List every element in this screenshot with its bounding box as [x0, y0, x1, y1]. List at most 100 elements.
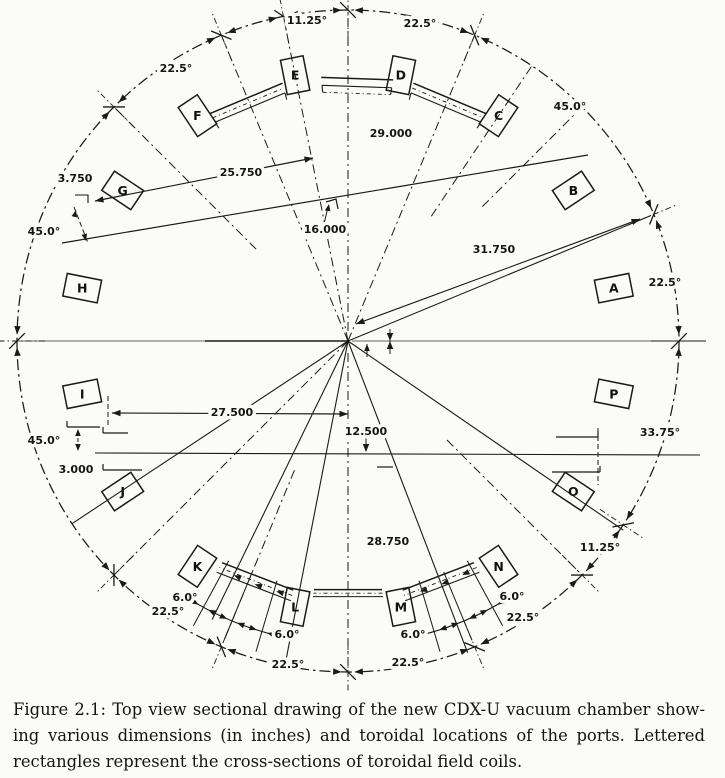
coil-J — [100, 471, 145, 512]
six-deg-arrow — [267, 632, 276, 638]
coil-letter-I: I — [80, 386, 85, 401]
tick-arrow — [675, 347, 682, 357]
angle-label: 45.0° — [28, 434, 61, 447]
six-deg-tick — [255, 580, 278, 652]
angle-label: 22.5° — [649, 276, 682, 289]
angle-label: 22.5° — [392, 656, 425, 669]
coil-rect-O — [551, 471, 596, 512]
six-deg-arrow — [420, 632, 429, 638]
six-deg-arrow — [451, 622, 460, 629]
tick-extension — [463, 620, 486, 671]
tick-arrow — [569, 579, 578, 588]
six-deg-tick — [443, 571, 473, 641]
port-slot-line — [410, 92, 482, 123]
tick-arrow — [206, 37, 216, 45]
port-slot-centerline — [322, 91, 391, 96]
coil-letter-N: N — [493, 559, 503, 574]
port-slot-centerline — [403, 567, 477, 596]
port-slot-centerline — [412, 87, 484, 119]
coil-rect-I — [61, 378, 103, 410]
figure-caption-line-3: rectangles represent the cross-sections … — [13, 752, 523, 771]
tick-arrow — [332, 7, 342, 14]
radial-line — [283, 340, 349, 669]
radial-centerline — [283, 18, 349, 342]
coil-rect-L — [279, 586, 311, 628]
port-slot-line — [216, 571, 292, 602]
coil-rect-G — [100, 170, 145, 211]
dim-arrow — [356, 318, 366, 325]
dim-arrow-3000 — [75, 429, 81, 436]
radial-centerline — [347, 35, 475, 342]
dimension-label: 16.000 — [304, 223, 347, 236]
tick-arrow — [332, 668, 342, 675]
tick-extension — [95, 88, 135, 128]
port-slot-line — [413, 82, 487, 115]
coil-letter-H: H — [77, 281, 87, 296]
dimension-label: 29.000 — [370, 127, 413, 140]
coil-letter-E: E — [291, 68, 300, 83]
dimension-line — [61, 154, 589, 244]
tick-arrow — [656, 220, 663, 230]
coil-P — [593, 378, 635, 410]
tick-arrow — [675, 325, 682, 335]
coil-letter-M: M — [395, 599, 407, 614]
coil-letter-A: A — [609, 281, 619, 296]
coil-rect-P — [593, 378, 635, 410]
coil-letter-J: J — [119, 484, 125, 499]
angle-label: 45.0° — [28, 225, 61, 238]
six-deg-arrow — [248, 624, 257, 631]
coil-rect-N — [478, 544, 519, 589]
coil-rect-F — [177, 93, 218, 138]
dimension-label: 31.750 — [473, 243, 516, 256]
six-deg-tick — [418, 580, 441, 652]
angle-label: 6.0° — [500, 590, 525, 603]
tick-arrow — [586, 562, 595, 571]
angle-label: 11.25° — [287, 14, 327, 27]
perpendicular-bracket — [325, 198, 339, 210]
radial-line — [347, 214, 652, 342]
tick-arrow — [626, 510, 634, 520]
port-slot-arrow — [254, 584, 263, 590]
coil-B — [551, 170, 596, 211]
coil-letter-C: C — [494, 108, 503, 123]
dimension-label: 28.750 — [367, 535, 410, 548]
six-deg-tick — [466, 560, 504, 626]
tick-arrow — [289, 10, 299, 18]
figure-caption-line-2: ing various dimensions (in inches) and t… — [13, 726, 705, 745]
coil-N — [478, 544, 519, 589]
tick-arrow — [268, 16, 278, 23]
dim-arrow-16000 — [324, 204, 331, 212]
six-deg-tick — [192, 560, 230, 626]
tick-arrow — [480, 37, 490, 45]
six-deg-arrow — [439, 624, 448, 631]
six-deg-arrow — [190, 598, 199, 605]
dimension-line — [111, 412, 349, 415]
radial-centerline — [430, 65, 533, 217]
dim-arrow-3750 — [81, 233, 88, 241]
dimension-label: 3.750 — [58, 172, 93, 185]
radial-centerline — [113, 340, 349, 576]
coil-rect-E — [279, 54, 311, 96]
coil-E — [279, 54, 311, 96]
tick-arrow — [227, 26, 237, 33]
coil-rect-J — [100, 471, 145, 512]
port-slot-arrow — [462, 569, 471, 576]
angle-label: 22.5° — [404, 17, 437, 30]
tick-arrow — [118, 94, 127, 103]
radial-centerline — [221, 35, 349, 342]
tick-extension — [627, 203, 678, 226]
coil-rect-M — [385, 586, 417, 628]
coil-rect-C — [478, 93, 519, 138]
tick-arrow — [354, 7, 364, 14]
radial-centerline — [481, 106, 583, 208]
label-arrow — [286, 16, 295, 23]
tick-arrow — [206, 637, 216, 645]
coil-letter-G: G — [118, 183, 128, 198]
tick-extension — [279, 0, 290, 44]
lower-port-line — [94, 452, 701, 456]
tick-arrow — [101, 562, 110, 571]
radial-centerline — [113, 106, 257, 250]
six-deg-arrow — [208, 609, 217, 616]
